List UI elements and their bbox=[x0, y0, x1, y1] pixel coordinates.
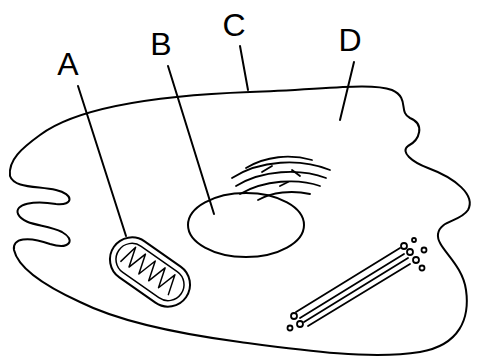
leader-line bbox=[240, 46, 248, 90]
part-label: B bbox=[150, 28, 171, 60]
endoplasmic-reticulum bbox=[232, 157, 330, 200]
leader-line bbox=[168, 66, 214, 214]
part-label: D bbox=[338, 24, 361, 56]
part-label: A bbox=[57, 48, 78, 80]
nucleus bbox=[188, 193, 304, 257]
cell-membrane bbox=[10, 87, 470, 355]
mitochondrion bbox=[101, 229, 198, 316]
leader-line bbox=[78, 86, 126, 236]
leader-line bbox=[340, 62, 354, 120]
part-label: C bbox=[222, 9, 245, 41]
centriole bbox=[288, 238, 427, 331]
